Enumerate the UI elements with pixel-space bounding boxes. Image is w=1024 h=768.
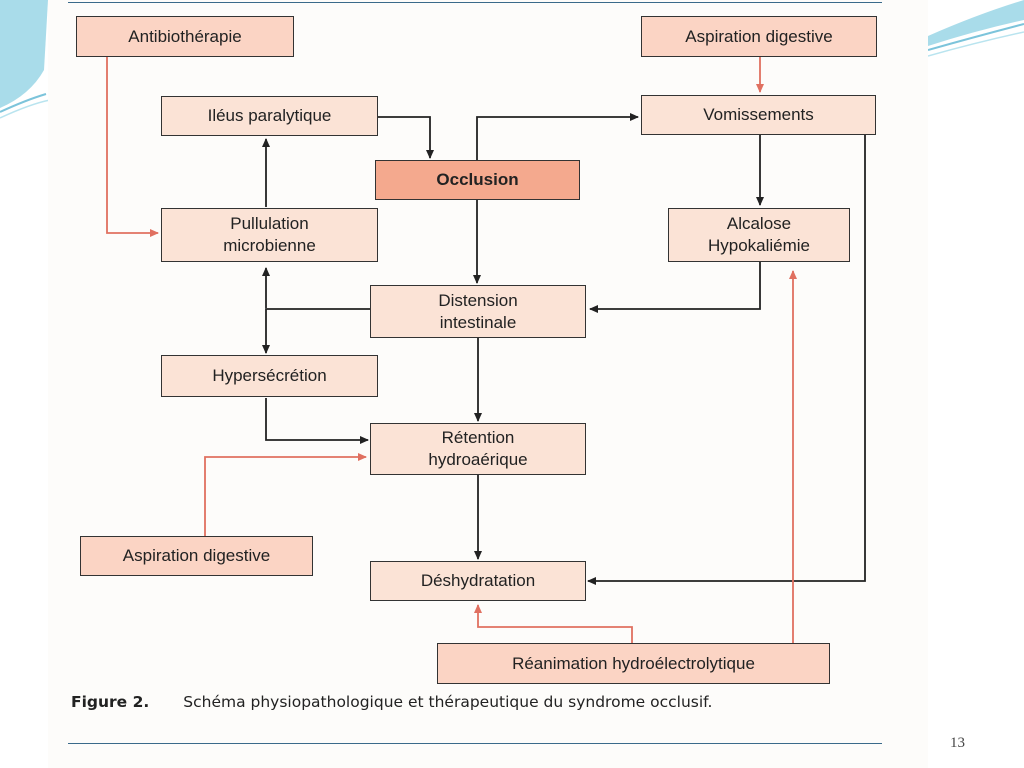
box-reanimation-hydroelectrolytique: Réanimation hydroélectrolytique [437, 643, 830, 684]
figure-caption: Figure 2. Schéma physiopathologique et th… [71, 692, 891, 713]
arrow-reanimation-to-deshydratation [474, 604, 633, 643]
arrow-aspiration-to-retention [204, 453, 367, 536]
box-retention-hydroaerique: Rétention hydroaérique [370, 423, 586, 475]
slide-decoration-left [0, 0, 51, 119]
box-alcalose-hypokaliemie: Alcalose Hypokaliémie [668, 208, 850, 262]
arrow-antibio-to-pullulation [106, 57, 159, 237]
box-vomissements: Vomissements [641, 95, 876, 135]
box-occlusion: Occlusion [375, 160, 580, 200]
box-distension-intestinale: Distension intestinale [370, 285, 586, 338]
arrow-hypersecretion-to-retention [265, 398, 369, 444]
box-antibiotherapie: Antibiothérapie [76, 16, 294, 57]
box-deshydratation: Déshydratation [370, 561, 586, 601]
bottom-rule [68, 743, 882, 744]
arrow-vomissements-to-deshydratation [587, 134, 866, 585]
box-hypersecretion: Hypersécrétion [161, 355, 378, 397]
top-rule [68, 2, 882, 3]
figure-caption-text: Schéma physiopathologique et thérapeutiq… [183, 693, 713, 711]
figure-label: Figure 2. [71, 693, 150, 711]
box-aspiration-digestive-top: Aspiration digestive [641, 16, 877, 57]
box-pullulation-microbienne: Pullulation microbienne [161, 208, 378, 262]
arrow-ileus-to-occlusion [378, 116, 434, 159]
box-aspiration-digestive-bottom: Aspiration digestive [80, 536, 313, 576]
arrow-distension-to-hypersecretion [262, 308, 370, 354]
box-ileus-paralytique: Iléus paralytique [161, 96, 378, 136]
slide-decoration-right [928, 0, 1024, 57]
arrow-alcalose-to-distension [589, 262, 761, 313]
page-number: 13 [950, 735, 965, 751]
